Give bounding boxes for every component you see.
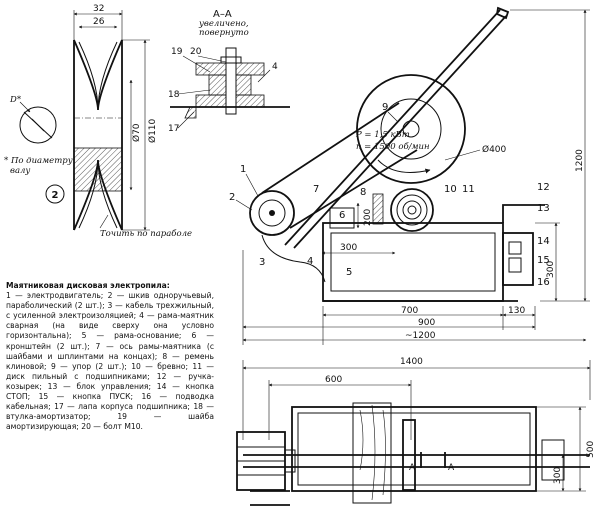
top-dim-300: 300 <box>553 467 563 484</box>
callout-13: 13 <box>537 203 550 214</box>
pulley-dim-d110: Ø110 <box>147 118 158 143</box>
dim-700: 700 <box>401 306 418 316</box>
section-subtitle-2: повернуто <box>199 28 249 38</box>
callout-11: 11 <box>462 184 475 195</box>
section-callout-19: 19 <box>171 47 183 57</box>
dim-1400: 1400 <box>400 357 423 367</box>
disc-diameter: Ø400 <box>482 144 507 155</box>
callout-2: 2 <box>229 192 235 203</box>
height-1200: 1200 <box>575 149 585 172</box>
callout-10: 10 <box>444 184 457 195</box>
top-view: 1400 600 A A 300 500 <box>236 357 596 506</box>
section-subtitle-1: увеличено, <box>198 19 249 29</box>
pulley-figure-number: 2 <box>52 190 59 201</box>
legend: Маятниковая дисковая электропила: 1 — эл… <box>6 281 214 432</box>
section-callout-4: 4 <box>272 62 278 72</box>
callout-16: 16 <box>537 277 550 288</box>
motor-power: P = 1,5 кВт <box>355 130 410 140</box>
legend-text: 1 — электродвигатель; 2 — шкив одноручье… <box>6 291 214 432</box>
callout-4: 4 <box>307 256 313 267</box>
callout-8: 8 <box>360 187 366 198</box>
dim-300-vertical: 300 <box>546 261 556 278</box>
callout-14: 14 <box>537 236 550 247</box>
pulley-note-parabola: Точить по параболе <box>100 228 192 239</box>
callout-7: 7 <box>313 184 319 195</box>
callout-6: 6 <box>339 210 345 221</box>
section-callout-17: 17 <box>168 124 179 134</box>
section-callout-20: 20 <box>190 47 202 57</box>
figure-number-circle <box>45 184 65 204</box>
section-callout-18: 18 <box>168 90 180 100</box>
callout-5: 5 <box>346 267 352 278</box>
pulley-note-d: D* <box>9 95 22 105</box>
dim-200: 200 <box>363 209 373 226</box>
section-mark-a-right: A <box>448 463 455 473</box>
pulley-dim-32: 32 <box>93 4 104 14</box>
pulley-dim-d70: Ø70 <box>131 123 142 142</box>
callout-9: 9 <box>382 102 388 113</box>
callout-15: 15 <box>537 255 550 266</box>
legend-title: Маятниковая дисковая электропила: <box>6 281 170 290</box>
motor-speed: n = 1500 об/мин <box>356 141 430 152</box>
top-dim-500: 500 <box>586 441 596 458</box>
section-title: А–А <box>213 9 232 20</box>
callout-12: 12 <box>537 182 550 193</box>
dim-1200-approx: ~1200 <box>405 331 436 341</box>
dim-900: 900 <box>418 318 435 328</box>
section-aa: А–А увеличено, повернуто 19 20 4 18 17 <box>168 9 290 134</box>
dim-300-horizontal: 300 <box>340 243 357 253</box>
section-mark-a-left: A <box>409 463 416 473</box>
pulley-note-shaft: * По диаметру валу <box>4 156 75 176</box>
dim-130: 130 <box>508 306 525 316</box>
callout-1: 1 <box>240 164 246 175</box>
callout-3: 3 <box>259 257 265 268</box>
pulley-dim-26: 26 <box>93 17 105 27</box>
dim-600: 600 <box>325 375 342 385</box>
side-view: P = 1,5 кВт n = 1500 об/мин Ø400 1200 30… <box>229 6 590 345</box>
pulley-drawing: 32 26 Ø70 Ø110 D* * По диаметру валу 2 Т… <box>4 4 192 239</box>
